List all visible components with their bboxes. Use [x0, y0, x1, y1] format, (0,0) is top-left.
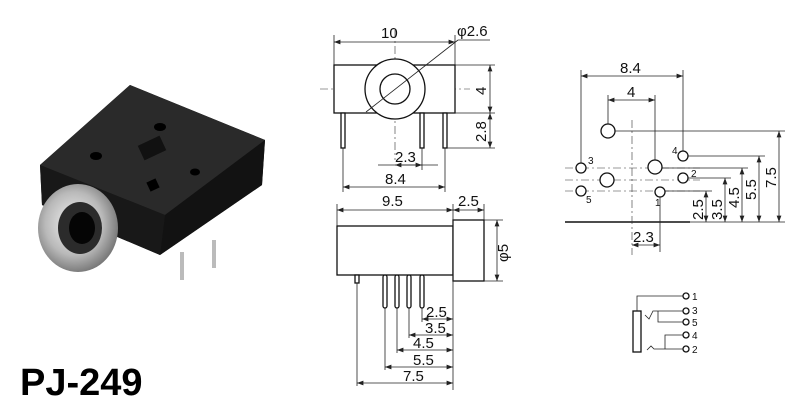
dim-pcb-vertical: 4.5 — [726, 187, 743, 208]
dim-barrel-length: 2.5 — [458, 193, 479, 210]
pin-label: 2 — [691, 169, 697, 180]
dim-height: 4 — [473, 87, 490, 95]
dim-pin-length: 2.8 — [473, 121, 490, 142]
dim-pin-spacing-b: 8.4 — [385, 171, 406, 188]
dim-pin-offset: 5.5 — [413, 352, 434, 369]
product-photo — [38, 85, 265, 280]
dim-pcb-vertical: 5.5 — [743, 179, 760, 200]
side-view — [336, 204, 503, 390]
dim-pcb-vertical: 2.5 — [690, 199, 707, 220]
schematic-pin-label: 3 — [692, 306, 698, 317]
schematic — [632, 292, 690, 353]
model-title: PJ-249 — [20, 362, 143, 404]
dim-pin-offset: 4.5 — [413, 335, 434, 352]
pin-label: 1 — [655, 198, 661, 209]
front-view — [320, 30, 495, 192]
pin-label: 3 — [588, 156, 594, 167]
schematic-pin-label: 1 — [692, 292, 698, 303]
dim-pcb-width: 8.4 — [620, 60, 641, 77]
pin-label: 4 — [672, 146, 678, 157]
schematic-pin-label: 2 — [692, 345, 698, 356]
pcb-layout — [565, 70, 785, 255]
dim-width: 10 — [381, 25, 398, 42]
schematic-pin-label: 5 — [692, 318, 698, 329]
dim-pin-spacing-a: 2.3 — [395, 149, 416, 166]
dim-pin-offset: 2.5 — [426, 304, 447, 321]
dim-hole-diameter: φ2.6 — [457, 23, 488, 40]
pin-label: 5 — [586, 195, 592, 206]
dim-pcb-offset: 2.3 — [633, 229, 654, 246]
dim-pcb-inner-width: 4 — [627, 84, 635, 101]
dim-pin-offset: 7.5 — [403, 368, 424, 385]
dim-pcb-vertical: 3.5 — [709, 199, 726, 220]
dim-barrel-diameter: φ5 — [495, 244, 512, 262]
dim-pcb-vertical: 7.5 — [763, 167, 780, 188]
schematic-pin-label: 4 — [692, 331, 698, 342]
dim-pin-offset: 3.5 — [425, 320, 446, 337]
dim-body-length: 9.5 — [382, 193, 403, 210]
